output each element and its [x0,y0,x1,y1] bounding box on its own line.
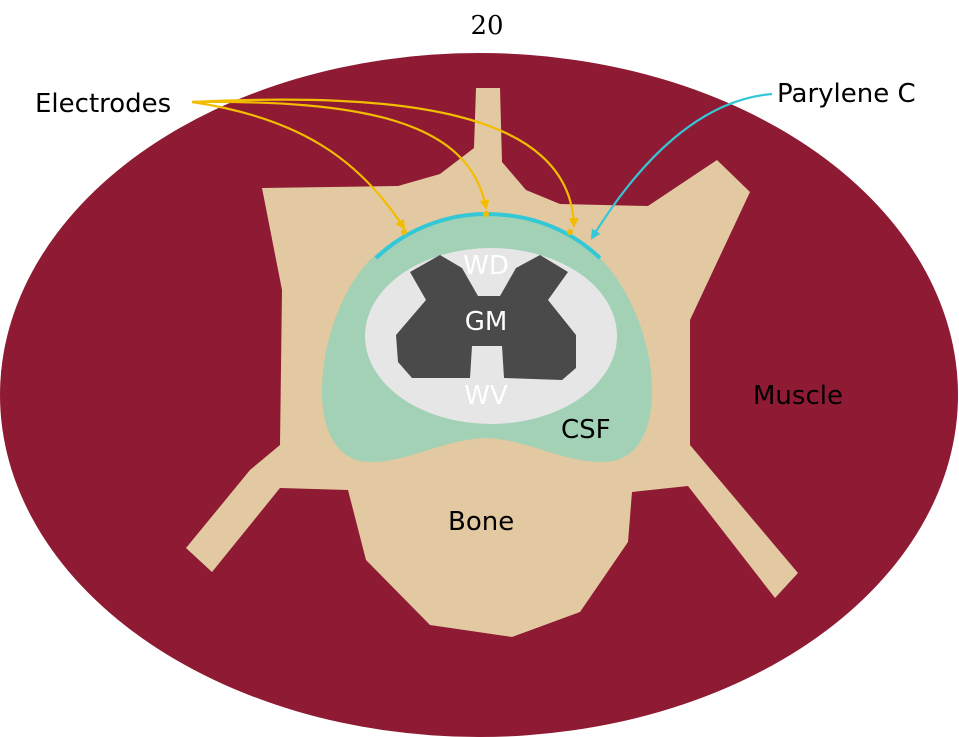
electrode-contact-right [567,229,573,235]
wd-label: WD [463,251,509,281]
parylene-label: Parylene C [777,79,916,109]
muscle-label: Muscle [753,381,843,411]
gm-label: GM [465,307,508,337]
electrode-contact-center [483,211,489,217]
electrodes-label: Electrodes [35,89,171,119]
wv-label: WV [464,381,508,411]
page-number: 20 [470,11,503,41]
csf-label: CSF [561,415,611,445]
electrode-contact-left [401,229,407,235]
bone-label: Bone [448,507,514,537]
